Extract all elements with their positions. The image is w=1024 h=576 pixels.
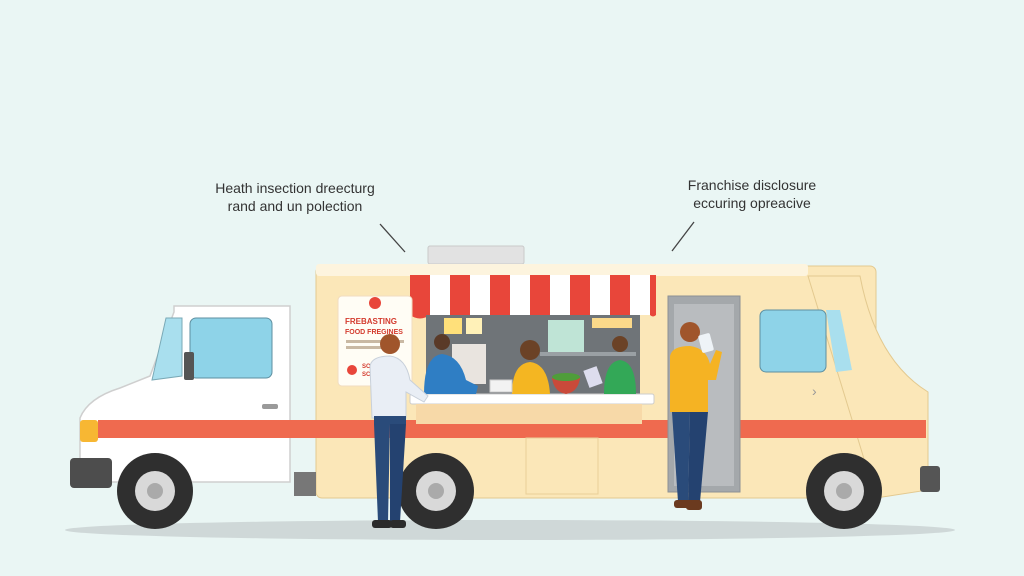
front-wheel xyxy=(117,453,193,529)
worker-blue-shirt xyxy=(424,334,478,394)
rear-side-window xyxy=(826,310,852,372)
front-bumper xyxy=(70,458,112,488)
sign-line4: SC xyxy=(362,372,371,378)
lower-panel xyxy=(525,437,599,495)
cab-window xyxy=(189,317,273,379)
food-bowl xyxy=(552,378,580,394)
ground-shadow xyxy=(65,520,955,540)
shelf-display xyxy=(548,320,584,352)
callout-left-line2: rand and un polection xyxy=(227,198,363,214)
middle-wheel xyxy=(398,453,474,529)
arrow-icon: › xyxy=(812,383,817,399)
sign-line2: FOOD FREGINES xyxy=(345,329,403,336)
service-counter xyxy=(409,393,655,405)
plates-stack xyxy=(489,379,513,393)
rear-wheel xyxy=(806,453,882,529)
side-mirror-icon xyxy=(184,352,194,380)
rear-bumper xyxy=(920,466,940,492)
callout-franchise-disclosure: Franchise disclosure eccuring opreacive xyxy=(672,176,832,212)
worker-green-shirt xyxy=(583,336,636,394)
shelf-items xyxy=(592,318,632,328)
person-franchisee xyxy=(670,322,722,510)
person-inspector xyxy=(369,334,429,528)
step xyxy=(294,472,316,496)
menu-board-2 xyxy=(466,318,482,334)
worker-yellow-shirt xyxy=(512,340,550,394)
callout-health-inspection: Heath insection dreecturg rand and un po… xyxy=(190,179,400,215)
callout-right-pointer xyxy=(671,221,695,252)
truck-roof-edge xyxy=(316,264,808,276)
roof-vent xyxy=(427,245,525,265)
shelf xyxy=(540,352,636,356)
cab-door-handle xyxy=(262,404,278,409)
rear-window xyxy=(759,309,827,373)
serving-awning xyxy=(410,275,656,319)
cab-windshield xyxy=(151,317,183,381)
callout-left-line1: Heath insection dreecturg xyxy=(215,180,375,196)
callout-right-line2: eccuring opreacive xyxy=(693,195,811,211)
food-bowl-greens xyxy=(552,373,580,381)
sign-line3: SO xyxy=(362,364,371,370)
headlight xyxy=(80,420,98,442)
counter-front xyxy=(416,404,642,424)
callout-right-line1: Franchise disclosure xyxy=(687,177,817,193)
callout-left-pointer xyxy=(379,223,406,253)
sign-line1: FREBASTING xyxy=(345,317,397,326)
menu-board-1 xyxy=(444,318,462,334)
